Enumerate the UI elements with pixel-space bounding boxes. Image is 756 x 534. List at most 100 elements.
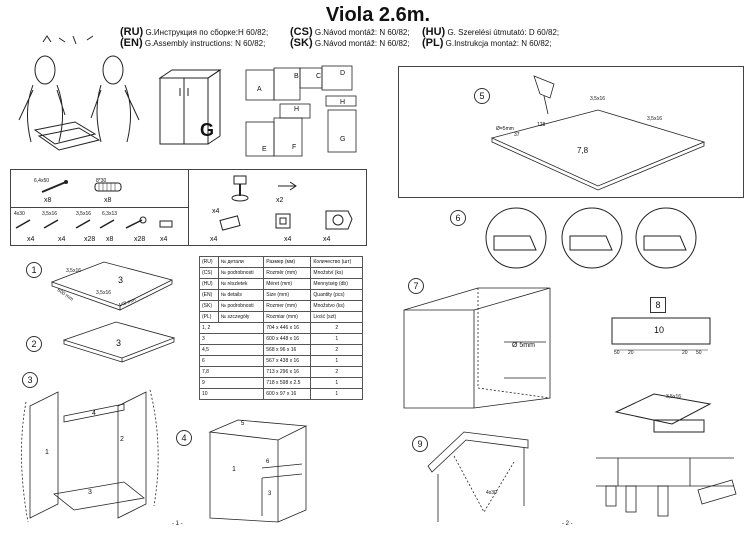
hardware-spec-4: 3,5x16 xyxy=(42,211,58,217)
step-3-part-2: 2 xyxy=(120,436,124,443)
step-9-marker: 9 xyxy=(412,436,428,452)
step-5-diameter: Ø=5mm xyxy=(496,126,514,132)
step-4-marker: 4 xyxy=(176,430,192,446)
step-8-screw: 3,5x16 xyxy=(666,394,682,400)
step-5-screw: 3,5x16 xyxy=(590,96,606,102)
step-4-part-5: 5 xyxy=(241,421,245,427)
screw-small-icon xyxy=(75,219,91,229)
step-6-hinge-detail-2 xyxy=(561,207,623,269)
hardware-divider-h xyxy=(10,207,188,208)
step-3-part-4: 4 xyxy=(92,410,96,417)
hardware-qty-7: x28 xyxy=(134,236,146,243)
step-9-illustration xyxy=(427,431,529,522)
instruction-sk: (SK) G.Návod montáž: N 60/82; xyxy=(290,37,410,49)
module-b: B xyxy=(294,73,299,80)
instruction-hu: (HU) G. Szerelési útmutató: D 60/82; xyxy=(422,26,560,38)
hardware-spec-5: 3,5x16 xyxy=(76,211,92,217)
step-5-illustration xyxy=(490,75,706,191)
instruction-pl: (PL) G.Instrukcja montaż: N 60/82; xyxy=(422,37,552,49)
hardware-qty-2: x8 xyxy=(104,197,112,204)
page-number-2: - 2 - xyxy=(562,521,573,527)
step-5-box xyxy=(398,66,744,198)
module-h: H xyxy=(294,106,300,113)
step-5-marker: 5 xyxy=(474,88,490,104)
screw-small-icon xyxy=(43,219,59,229)
handle-screw-icon xyxy=(278,181,297,191)
step-1-marker: 1 xyxy=(26,262,42,278)
instruction-ru: (RU) G.Инструкция по сборке:H 60/82; xyxy=(120,26,269,38)
step-5-d2: 128 xyxy=(537,122,546,128)
step-4-illustration xyxy=(208,419,308,523)
step-8-marker: 8 xyxy=(650,297,666,313)
step-8-drawer-illustration xyxy=(614,393,712,433)
module-e: E xyxy=(262,146,267,153)
document-title: Viola 2.6m. xyxy=(325,4,431,26)
step-5-d1: 37 xyxy=(514,132,520,138)
step-1-screw: 3,5x16 xyxy=(66,268,82,274)
screw-small-icon xyxy=(15,219,31,229)
step-3-illustration xyxy=(21,389,159,523)
module-d: D xyxy=(340,70,346,77)
hardware-spec-3: 4x30 xyxy=(14,211,25,217)
step-2-illustration xyxy=(62,321,176,363)
screw-small-icon xyxy=(99,219,115,229)
step-6-hinge-detail-1 xyxy=(485,207,547,269)
mounting-plate-icon xyxy=(219,215,241,231)
hinge-icon xyxy=(325,210,353,230)
step-4-part-3: 3 xyxy=(268,491,272,497)
hardware-qty-1: x8 xyxy=(44,197,52,204)
nail-icon xyxy=(125,216,147,229)
step-2-marker: 2 xyxy=(26,336,42,352)
step-8-part: 10 xyxy=(654,325,665,335)
step-3-part-3: 3 xyxy=(88,489,92,496)
hardware-qty-4: x4 xyxy=(58,236,66,243)
page-number-1: - 1 - xyxy=(172,521,183,527)
instruction-cs: (CS) G.Návod montáž: N 60/82; xyxy=(290,26,410,38)
step-8-dim-4: 50 xyxy=(696,350,702,356)
step-6-hinge-detail-3 xyxy=(635,207,697,269)
hardware-qty-9: x4 xyxy=(212,208,220,215)
step-9-screw: 4x30 xyxy=(486,490,497,496)
step-3-marker: 3 xyxy=(22,372,38,388)
hardware-spec-2: 8*30 xyxy=(96,178,107,184)
module-g: G xyxy=(340,136,346,143)
step-6-marker: 6 xyxy=(450,210,466,226)
step-7-marker: 7 xyxy=(408,278,424,294)
hardware-spec-1: 6,4x50 xyxy=(34,178,50,184)
hinge-plate-icon xyxy=(275,213,291,229)
step-8-dim-2: 20 xyxy=(628,350,634,356)
module-c: C xyxy=(316,73,322,80)
hardware-qty-5: x28 xyxy=(84,236,96,243)
kitchen-overview-illustration xyxy=(245,65,357,157)
step-8-dim-3: 20 xyxy=(682,350,688,356)
cabinet-g-illustration xyxy=(158,69,222,145)
step-5-part: 7,8 xyxy=(577,146,589,155)
hardware-spec-6: 6,3x13 xyxy=(102,211,118,217)
adjustable-leg-icon xyxy=(231,175,249,202)
step-3-part-1: 1 xyxy=(45,449,49,456)
hardware-qty-8: x4 xyxy=(160,236,168,243)
hardware-divider-v xyxy=(188,169,189,246)
module-h2: H xyxy=(340,99,346,106)
cabinet-g-label: G xyxy=(200,120,215,140)
step-2-part: 3 xyxy=(116,338,122,348)
hardware-qty-11: x4 xyxy=(210,236,218,243)
step-5-screw-2: 3,5x16 xyxy=(647,116,663,122)
step-8-dim-1: 50 xyxy=(614,350,620,356)
step-7-drill-diameter: Ø 5mm xyxy=(512,342,535,349)
two-people-illustration xyxy=(18,35,140,151)
hardware-qty-10: x2 xyxy=(276,197,284,204)
screw-icon xyxy=(41,180,68,193)
